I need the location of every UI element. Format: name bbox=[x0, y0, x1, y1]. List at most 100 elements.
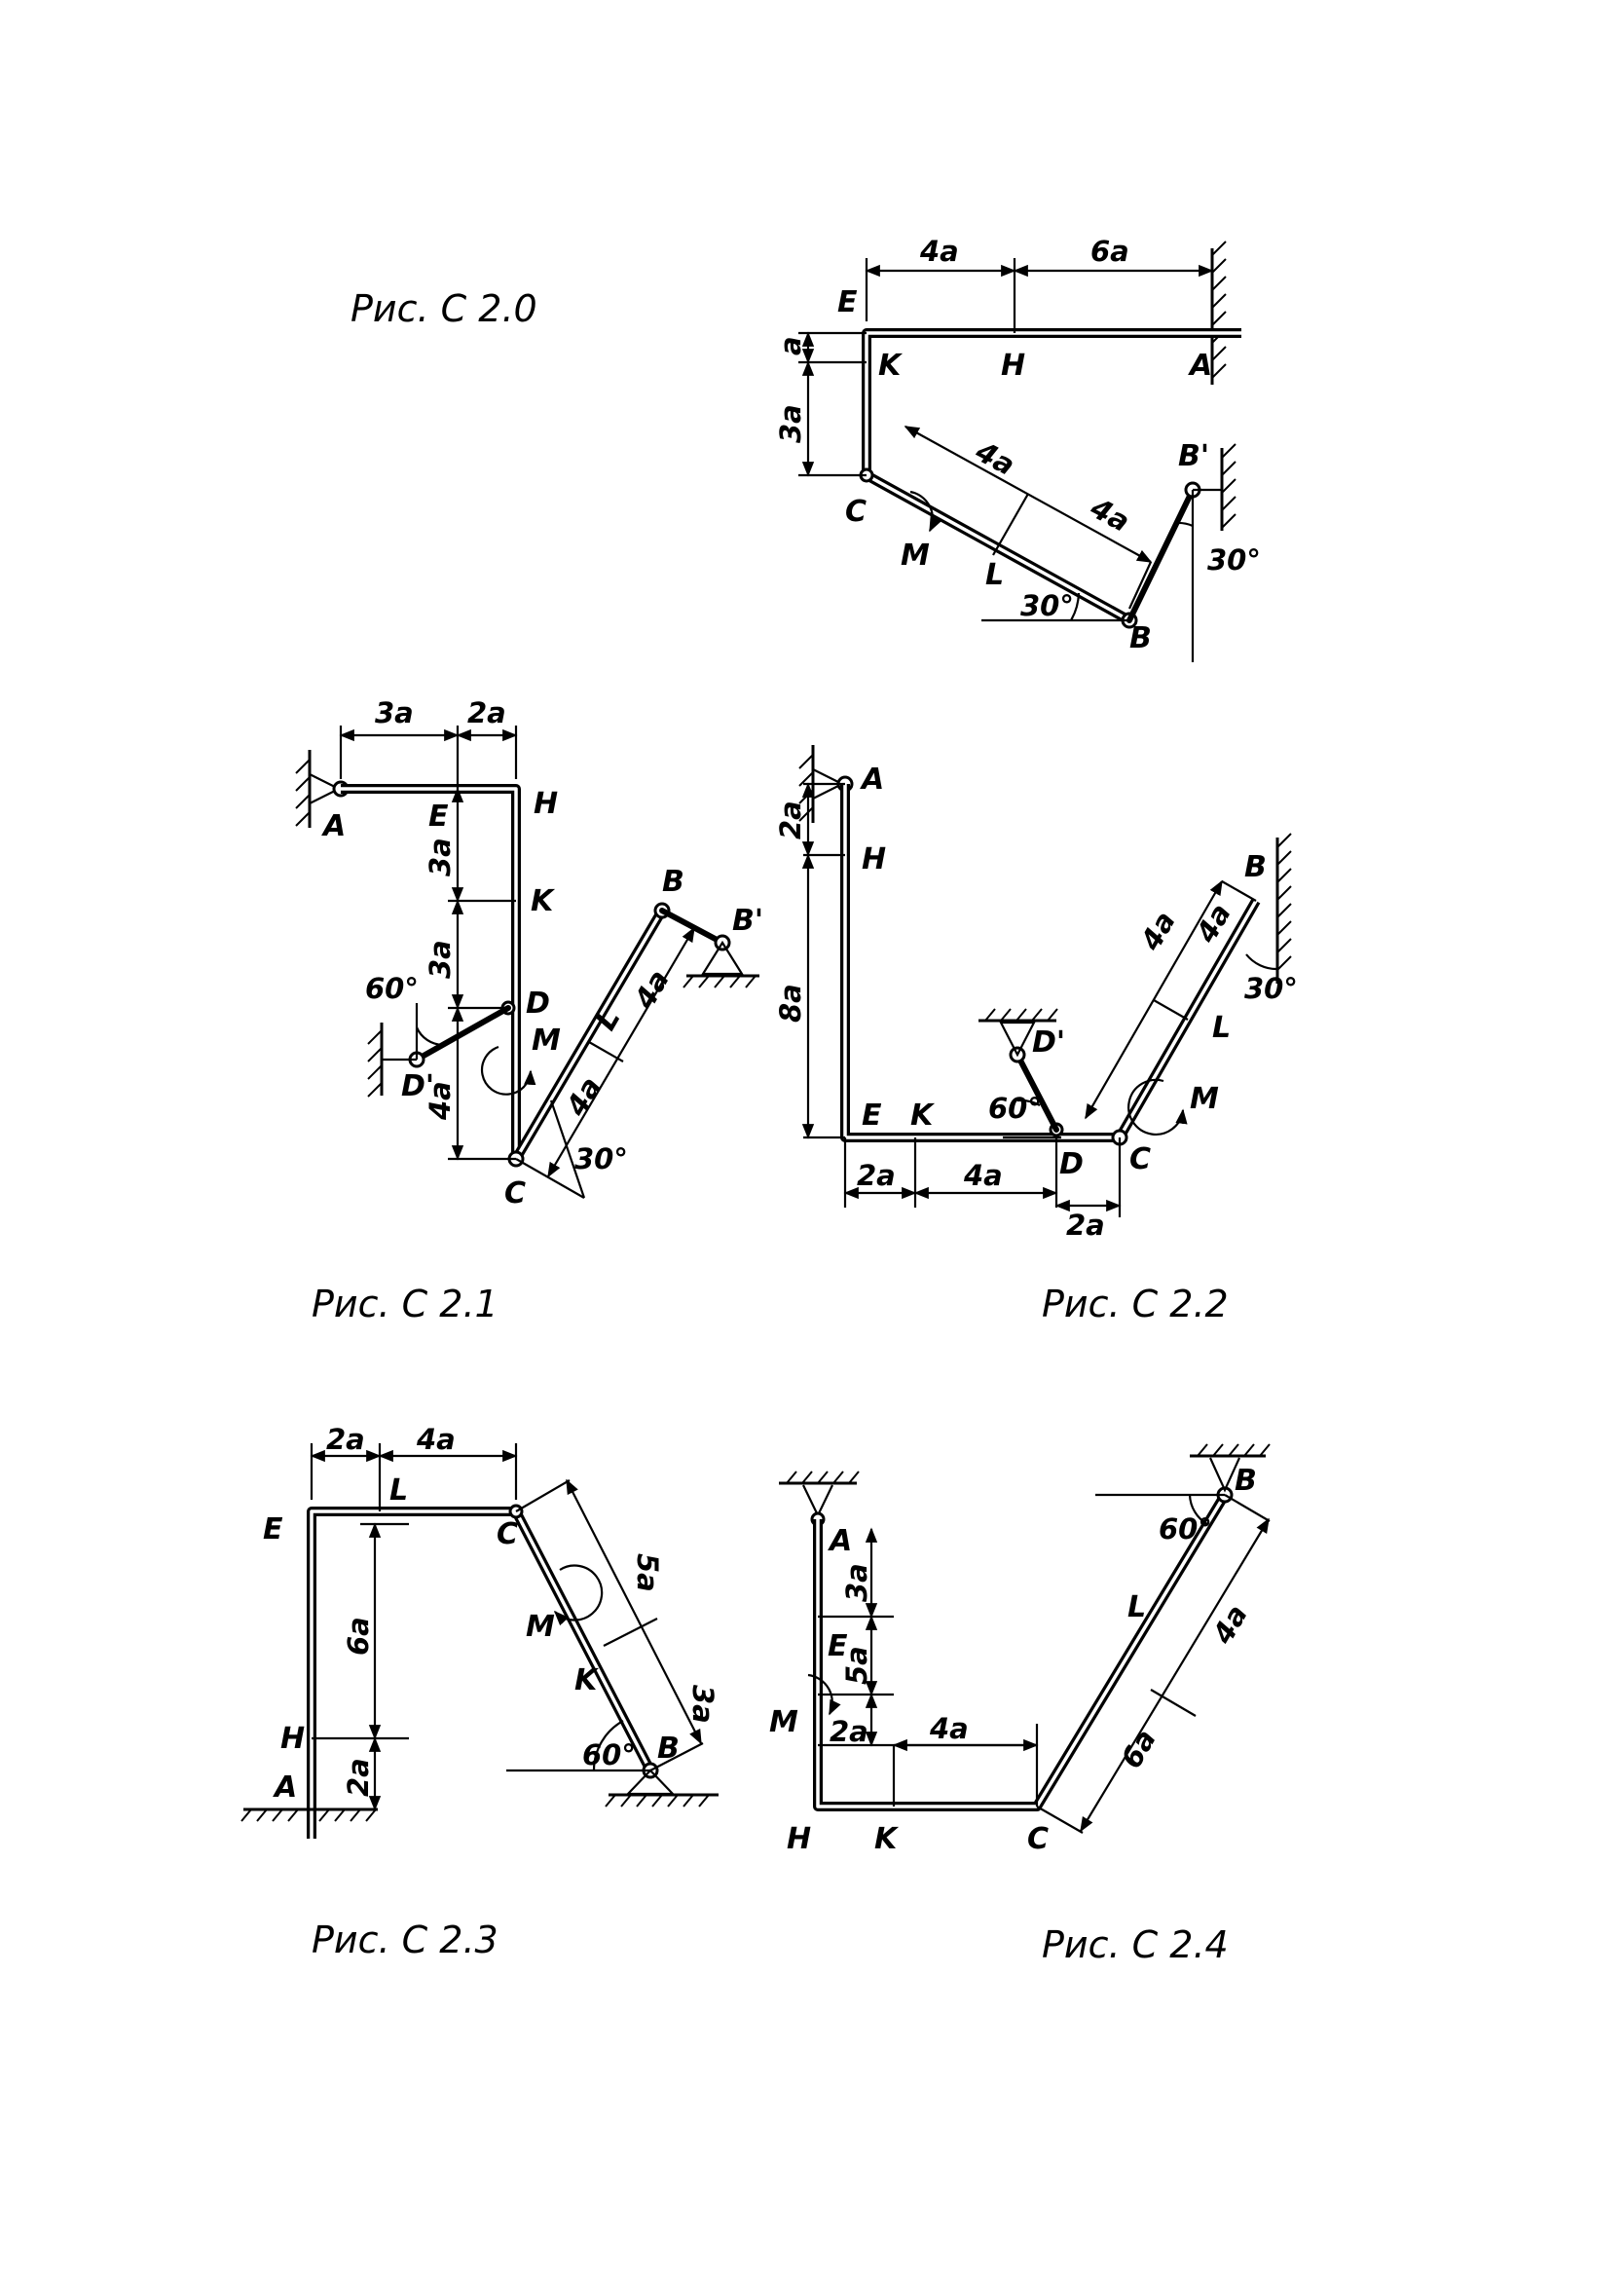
dim-label: 2a bbox=[342, 1758, 375, 1797]
point-label: H bbox=[787, 1822, 811, 1856]
point-label: L bbox=[1212, 1011, 1231, 1045]
point-label: B' bbox=[1178, 439, 1209, 473]
point-label: D' bbox=[401, 1069, 434, 1103]
dim-label: 2a bbox=[830, 1715, 868, 1748]
frame-c2-0 bbox=[862, 328, 1241, 625]
figure-c2-1: Рис. С 2.1 bbox=[295, 696, 763, 1325]
point-label: K bbox=[910, 1099, 936, 1133]
rod-dd-prime bbox=[414, 1005, 511, 1062]
point-label: C bbox=[504, 1176, 526, 1211]
caption-c2-1: Рис. С 2.1 bbox=[312, 1283, 498, 1325]
wall-support-b bbox=[1245, 833, 1292, 984]
dim-label: 4a bbox=[929, 1712, 969, 1745]
dim-diag-c2-4 bbox=[1036, 1494, 1271, 1834]
dim-top-c2-1 bbox=[339, 726, 518, 789]
dim-left-c2-4 bbox=[818, 1527, 1039, 1807]
dim-label: 3a bbox=[774, 404, 807, 443]
dim-diag-c2-0 bbox=[904, 426, 1153, 610]
dim-label: 2a bbox=[774, 801, 807, 839]
rod-bb-prime bbox=[1126, 487, 1196, 623]
dim-left-c2-2 bbox=[801, 782, 845, 1139]
point-label: H bbox=[862, 842, 886, 876]
angle-arc-b-prime bbox=[1175, 521, 1194, 528]
dim-label: 3a bbox=[375, 696, 414, 729]
moment-label: M bbox=[526, 1610, 555, 1644]
dim-label: 2a bbox=[1066, 1209, 1105, 1242]
point-label: E bbox=[828, 1629, 848, 1663]
dim-label: 4a bbox=[424, 1081, 457, 1121]
point-label: K bbox=[878, 349, 904, 383]
dim-top-c2-3 bbox=[310, 1443, 518, 1511]
dim-diag-c2-1 bbox=[515, 910, 695, 1199]
point-label: C bbox=[845, 495, 867, 529]
point-label: B bbox=[662, 865, 684, 899]
dim-label: 4a bbox=[970, 434, 1020, 482]
figure-c2-4: Рис. С 2.4 bbox=[769, 1443, 1271, 1966]
point-label: H bbox=[534, 787, 558, 821]
dim-label: 8a bbox=[774, 984, 807, 1023]
point-label: E bbox=[428, 800, 449, 834]
moment-label: M bbox=[532, 1024, 561, 1058]
dim-diag-c2-3 bbox=[515, 1478, 704, 1771]
dim-label: 5a bbox=[840, 1646, 873, 1685]
dim-label: 3a bbox=[424, 940, 457, 979]
point-label: B bbox=[1129, 621, 1152, 655]
dim-label: 4a bbox=[963, 1159, 1003, 1192]
point-label: B bbox=[1244, 850, 1267, 884]
dim-label: 4a bbox=[919, 235, 959, 268]
rod-dd-prime bbox=[1015, 1052, 1059, 1133]
figure-c2-3: Рис. С 2.3 bbox=[240, 1423, 720, 1961]
dim-label: a bbox=[774, 336, 807, 355]
angle-arc-b bbox=[1070, 592, 1081, 621]
moment-label: M bbox=[769, 1705, 798, 1739]
dim-top-c2-0 bbox=[865, 258, 1214, 333]
point-label: K bbox=[874, 1822, 900, 1856]
point-label: A bbox=[321, 809, 346, 843]
point-label: H bbox=[1001, 349, 1025, 383]
dim-label: 2a bbox=[326, 1423, 365, 1456]
point-label: D bbox=[526, 987, 550, 1021]
angle-label: 60° bbox=[1159, 1512, 1212, 1546]
wall-support-b-prime bbox=[1191, 443, 1236, 662]
angle-label: 60° bbox=[582, 1738, 636, 1771]
point-label: L bbox=[389, 1473, 408, 1508]
point-label: L bbox=[985, 558, 1004, 592]
dim-left-c2-1 bbox=[448, 787, 516, 1161]
dim-label: 5a bbox=[631, 1553, 664, 1592]
wall-support-a bbox=[1210, 241, 1227, 385]
point-label: B' bbox=[732, 904, 763, 938]
caption-c2-3: Рис. С 2.3 bbox=[312, 1919, 498, 1961]
moment-arrow-m bbox=[481, 1045, 536, 1096]
figure-c2-2: Рис. С 2.2 bbox=[774, 745, 1298, 1325]
moment-label: M bbox=[901, 539, 930, 573]
dim-bottom-c2-2 bbox=[843, 1137, 1122, 1217]
dim-left-c2-0 bbox=[798, 331, 867, 477]
point-label: B bbox=[1235, 1464, 1257, 1498]
dim-label: 3a bbox=[686, 1685, 720, 1724]
angle-label: 60° bbox=[988, 1092, 1042, 1125]
point-label: E bbox=[263, 1512, 283, 1546]
dim-label: 6a bbox=[1115, 1724, 1163, 1773]
point-label: B bbox=[657, 1732, 680, 1766]
point-label: C bbox=[1129, 1142, 1151, 1176]
point-label: A bbox=[273, 1770, 297, 1805]
dim-label: 6a bbox=[1090, 235, 1129, 268]
point-label: L bbox=[1127, 1590, 1146, 1624]
dim-label: 4a bbox=[1133, 906, 1182, 956]
dim-label: 2a bbox=[857, 1159, 896, 1192]
dim-label: 3a bbox=[424, 838, 457, 876]
dim-label: 6a bbox=[342, 1617, 375, 1656]
dim-label: 4a bbox=[416, 1423, 456, 1456]
caption-c2-2: Рис. С 2.2 bbox=[1042, 1283, 1229, 1325]
angle-label: 30° bbox=[1207, 543, 1261, 577]
caption-c2-0: Рис. С 2.0 bbox=[351, 287, 537, 330]
point-label: A bbox=[1188, 349, 1212, 383]
point-label: D bbox=[1059, 1147, 1084, 1181]
point-label: K bbox=[531, 884, 556, 918]
point-label: C bbox=[1027, 1822, 1049, 1856]
dim-diag-c2-2 bbox=[1085, 879, 1257, 1120]
point-label: E bbox=[862, 1099, 882, 1133]
point-label: E bbox=[837, 285, 858, 319]
dim-label: 4a bbox=[1085, 491, 1135, 539]
